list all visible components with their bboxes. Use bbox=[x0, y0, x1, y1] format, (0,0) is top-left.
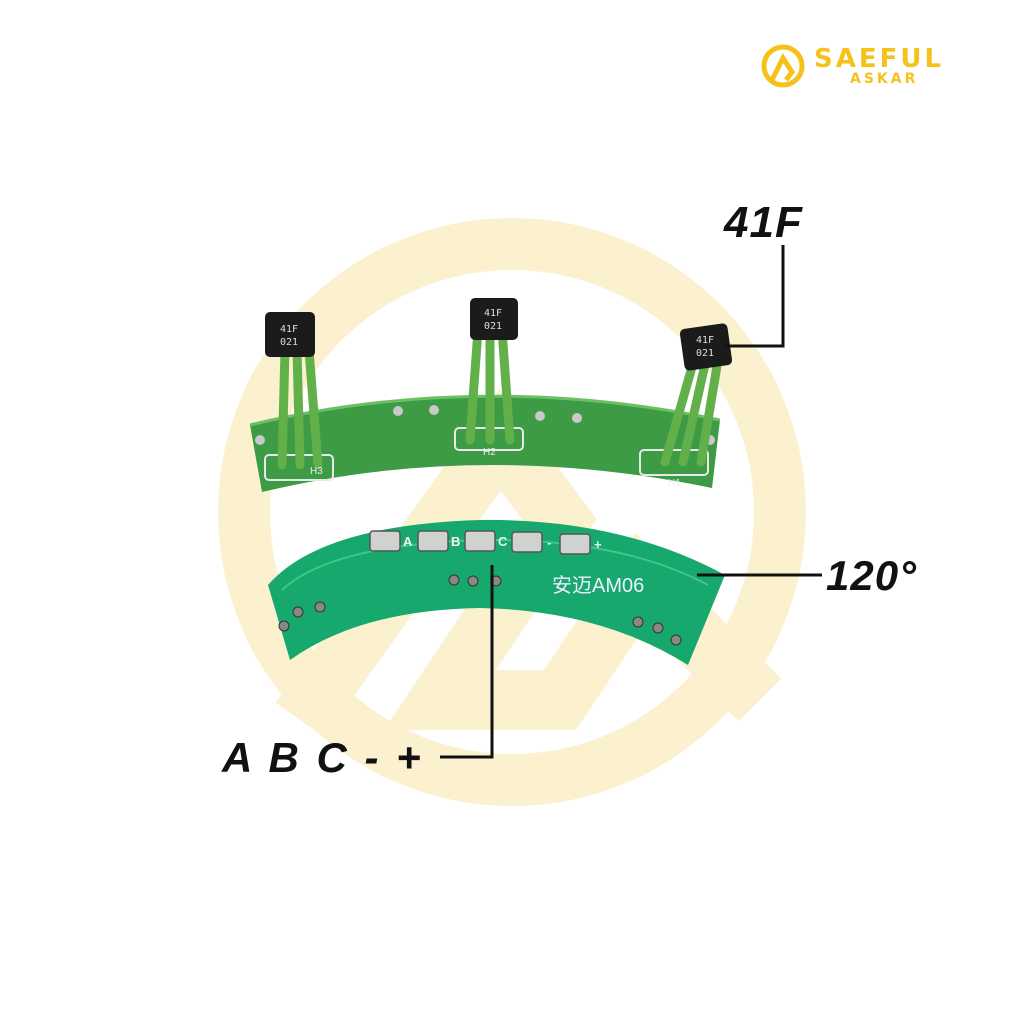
angle-callout-label: 120° bbox=[826, 552, 917, 599]
callout-lines bbox=[440, 245, 822, 759]
sensor-label-h2: H2 bbox=[483, 447, 496, 458]
chip-marking: 41F bbox=[280, 324, 298, 335]
chip-marking-code: 021 bbox=[696, 348, 714, 359]
chip-marking: 41F bbox=[696, 335, 714, 346]
pad-label-a: A bbox=[403, 534, 413, 549]
board-model-label: 安迈AM06 bbox=[552, 574, 644, 597]
chip-callout-label: 41F bbox=[724, 198, 803, 247]
brand-logo-icon bbox=[761, 44, 805, 88]
pad-label-plus: + bbox=[594, 537, 602, 552]
pad-label-c: C bbox=[498, 534, 508, 549]
pad-label-b: B bbox=[451, 534, 460, 549]
brand-name: SAEFUL bbox=[814, 44, 945, 74]
chip-marking: 41F bbox=[484, 308, 502, 319]
pad-label-minus: - bbox=[547, 535, 551, 550]
hall-sensor-board: 41F 021 41F 021 41F 021 H3 H2 H1 bbox=[249, 298, 733, 492]
sensor-label-h3: H3 bbox=[310, 466, 323, 477]
brand-subname: ASKAR bbox=[850, 71, 919, 87]
chip-marking-code: 021 bbox=[484, 321, 502, 332]
sensor-label-h1: H1 bbox=[668, 478, 681, 489]
pins-callout-label: A B C - + bbox=[222, 734, 422, 781]
pcb-board-am06: A B C - + 安迈AM06 bbox=[268, 519, 725, 665]
chip-marking-code: 021 bbox=[280, 337, 298, 348]
